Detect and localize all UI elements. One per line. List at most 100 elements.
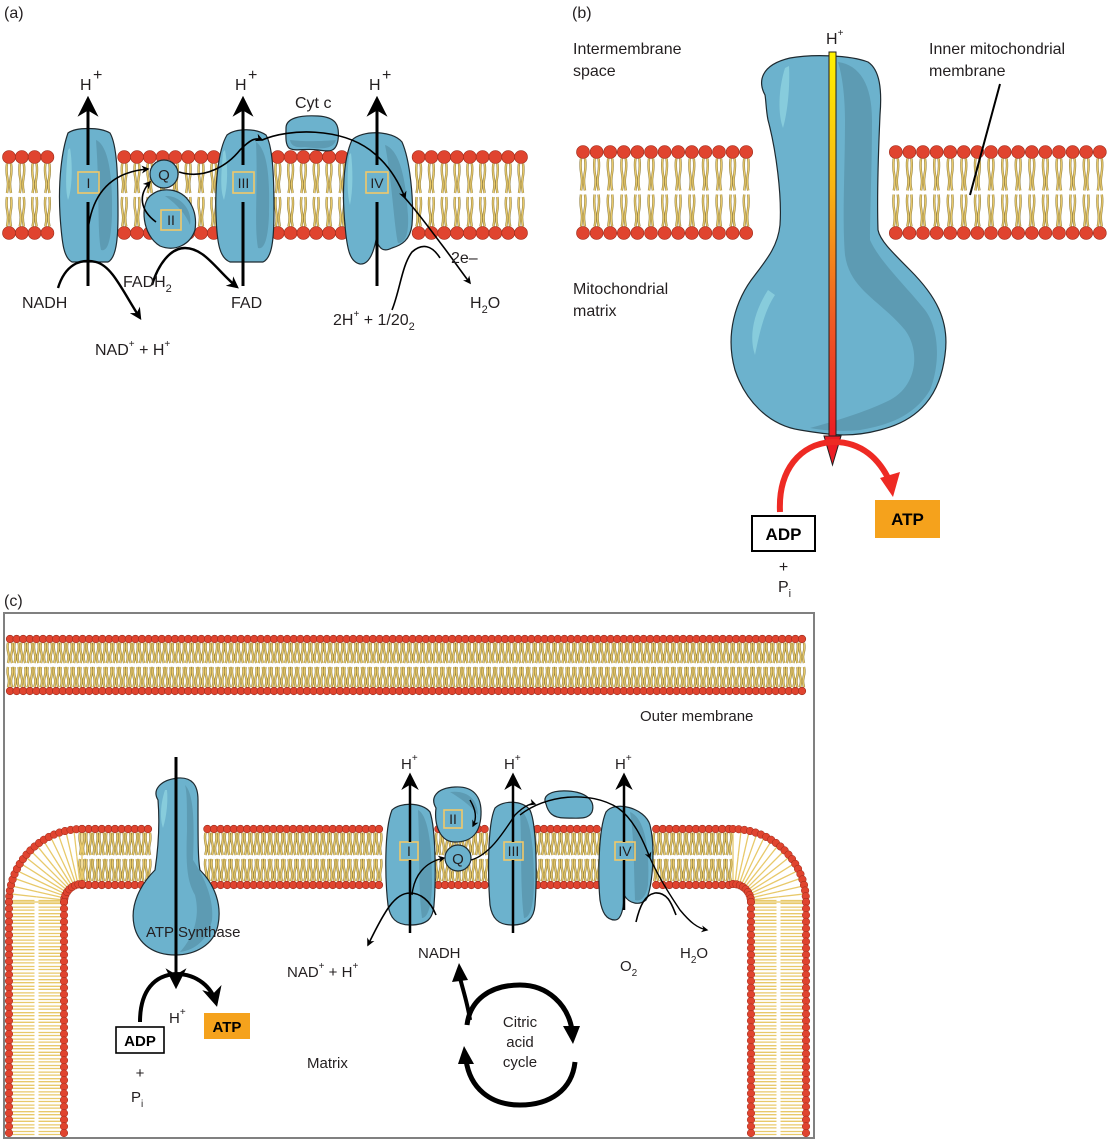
complex-iv-label: IV: [370, 175, 384, 191]
electron-arrow-to-water: [404, 197, 471, 285]
citric-cycle-nadh-branch: [458, 977, 472, 1021]
inner-membrane-leader-line: [969, 83, 1001, 196]
h-plus-label-iii: H: [235, 77, 247, 94]
adp-label-c: ADP: [124, 1033, 156, 1050]
plus-label-c: +: [136, 1065, 145, 1082]
sup: +: [382, 67, 391, 84]
intermembrane-space-label-2: space: [573, 63, 616, 80]
atp-label-c: ATP: [213, 1019, 242, 1036]
nad-plus-label: NAD+ + H+: [95, 339, 170, 359]
electron-arrow-q-to-iii: [178, 133, 264, 175]
atp-synthesis-arc-c: [138, 971, 222, 1023]
electron-arrow-i-to-q-c: [411, 855, 446, 896]
atp-box-b: [875, 500, 940, 538]
atp-synthesis-arc: [776, 438, 893, 513]
water-label-a: H2O: [470, 295, 500, 316]
fadh2-oxidation-arrow: [150, 246, 239, 289]
nadh-oxidation-arrow: [56, 259, 142, 321]
complex-iv-c-label: IV: [618, 843, 632, 859]
h-plus-label-iv-c: H+: [615, 753, 632, 773]
citric-label-3: cycle: [503, 1054, 537, 1071]
complex-iii-box: [232, 171, 255, 194]
fadh2-label: FADH2: [123, 274, 172, 295]
complex-iv: IV: [342, 132, 414, 265]
outer-membrane-label: Outer membrane: [640, 708, 753, 725]
oxygen-reactant-label: 2H+ + 1/202: [333, 309, 415, 333]
o2-label-c: O2: [620, 958, 638, 979]
sup: +: [248, 67, 257, 84]
citric-cycle-arrowhead-left: [458, 1046, 474, 1064]
complex-iii: III: [215, 129, 275, 263]
matrix-label: Matrix: [307, 1055, 348, 1072]
fad-label: FAD: [231, 295, 262, 312]
panel-c: (c) Outer membrane ATP Synthase H+ ADP A…: [3, 593, 815, 1139]
intermembrane-space-label: Intermembrane: [573, 41, 682, 58]
plus-label-b: +: [779, 559, 788, 576]
complex-ii: II: [143, 189, 197, 249]
electron-arrow-ii-to-q: [141, 180, 157, 223]
cytochrome-c-c: [544, 790, 594, 819]
adp-box-b: [751, 515, 816, 552]
citric-cycle-arc-bottom: [463, 1059, 578, 1108]
q-label: Q: [158, 167, 170, 184]
citric-cycle-arc-top: [464, 982, 575, 1031]
inner-membrane: [4, 824, 811, 1138]
h-plus-label-iv: H: [369, 77, 381, 94]
atp-label-b: ATP: [891, 510, 924, 529]
panel-b: (b) Intermembrane space Inner mitochondr…: [572, 5, 1065, 600]
outer-membrane: [5, 634, 807, 696]
panel-label-b: (b): [572, 5, 592, 22]
nad-plus-label-c: NAD+ + H+: [287, 961, 358, 981]
electron-arrow-i-to-q: [87, 165, 150, 231]
complex-i-c-label: I: [407, 843, 411, 859]
electron-arrow-to-iv-c: [519, 796, 652, 860]
mitochondrial-matrix-label-2: matrix: [573, 303, 617, 320]
atp-synthase-b: [730, 55, 947, 436]
proton-channel-arrow: [828, 51, 837, 438]
nadh-label: NADH: [22, 295, 67, 312]
h-plus-label-i-c: H+: [401, 753, 418, 773]
h-plus-label-c-synthase: H+: [169, 1007, 186, 1027]
complex-i-label: I: [87, 175, 91, 191]
inner-membrane-label-2: membrane: [929, 63, 1006, 80]
complex-ii-label: II: [167, 212, 175, 228]
mitochondrial-matrix-label: Mitochondrial: [573, 281, 668, 298]
atp-box-c: [204, 1013, 250, 1039]
complex-i: I: [58, 127, 119, 263]
atp-synthesis-arrowhead: [880, 472, 900, 497]
complex-ii-c-box: [443, 809, 463, 829]
two-electrons-label: 2e–: [451, 250, 478, 267]
citric-label-1: Citric: [503, 1014, 538, 1031]
adp-box-c: [115, 1026, 165, 1054]
citric-label-2: acid: [506, 1034, 534, 1051]
water-label-c: H2O: [680, 945, 708, 966]
electron-arrow-ii-to-q-c: [469, 799, 479, 828]
panel-label-a: (a): [4, 5, 24, 22]
pi-label-c: Pi: [131, 1089, 143, 1110]
complex-i-box: [77, 171, 100, 194]
panel-label-c: (c): [4, 593, 23, 610]
citric-cycle-nadh-arrowhead: [452, 963, 468, 982]
ubiquinone-q: Q: [149, 159, 179, 189]
complex-iii-label: III: [238, 175, 250, 191]
cyt-c-label: Cyt c: [295, 95, 331, 112]
h-plus-label-i: H: [80, 77, 92, 94]
complex-ii-c: II: [433, 786, 482, 843]
complex-iv-box: [365, 171, 389, 194]
atp-synthase-label: ATP Synthase: [146, 924, 241, 941]
sup: +: [93, 67, 102, 84]
q-label-c: Q: [452, 851, 464, 868]
nadh-oxidation-arrow-c: [367, 892, 437, 947]
citric-acid-cycle: Citric acid cycle: [452, 963, 580, 1108]
membrane-b: [576, 145, 1107, 240]
electron-arrow-cytc-to-iv: [261, 131, 407, 200]
h-plus-label-iii-c: H+: [504, 753, 521, 773]
complex-ii-c-label: II: [449, 811, 457, 827]
electron-arrow-to-water-c: [649, 857, 709, 933]
complex-ii-box: [160, 209, 182, 231]
inner-membrane-label: Inner mitochondrial: [929, 41, 1065, 58]
mitochondrion-frame: [3, 612, 815, 1139]
adp-label-b: ADP: [766, 525, 802, 544]
electron-arrow-q-to-iii-c: [470, 798, 537, 861]
